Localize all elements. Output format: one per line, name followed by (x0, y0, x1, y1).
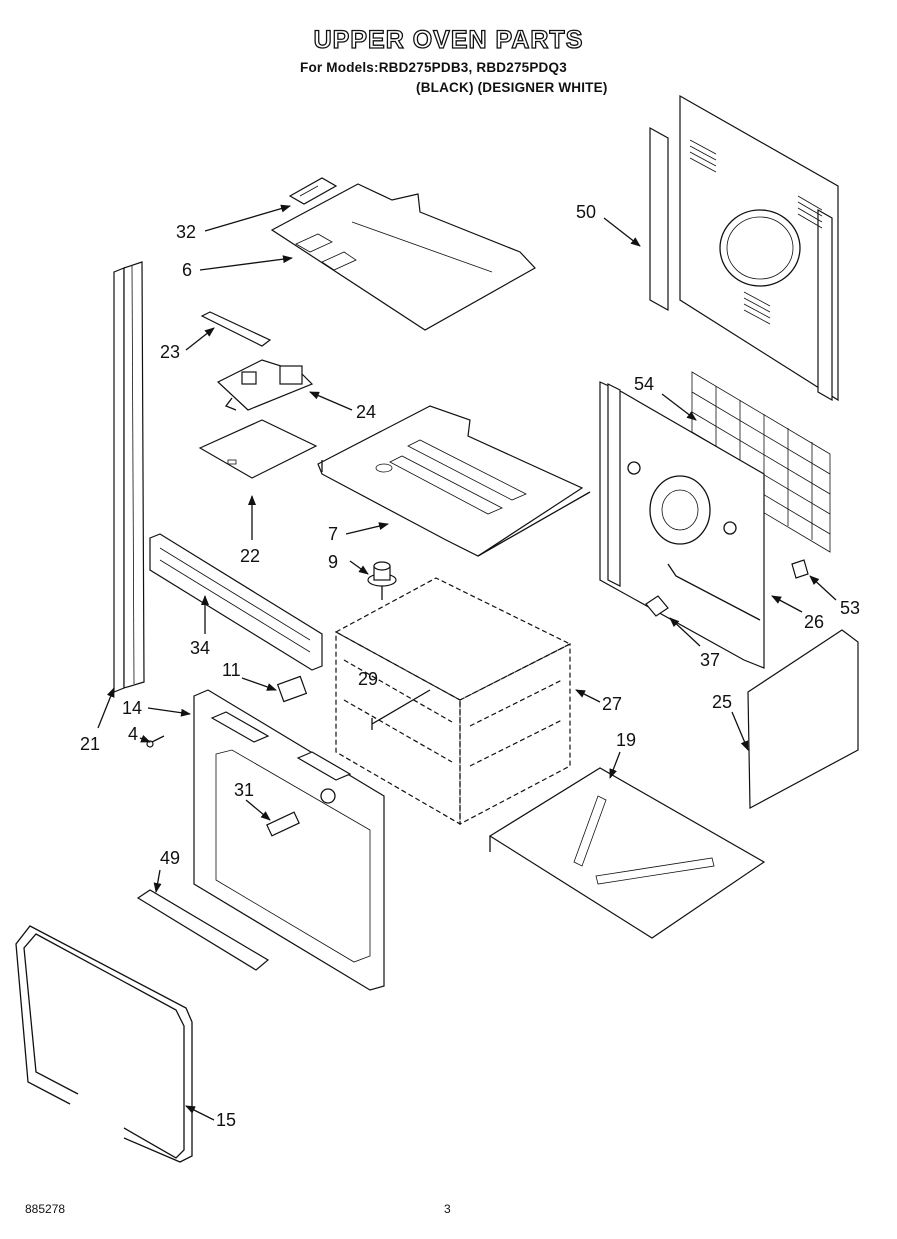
models-line: For Models:RBD275PDB3, RBD275PDQ3 (300, 60, 567, 75)
part-6-top-panel (270, 177, 536, 331)
callout-21: 21 (80, 734, 100, 754)
part-22-insulation-sheet (198, 419, 318, 479)
part-37-fan-blade (645, 595, 669, 617)
part-50-rear-panel (649, 94, 839, 402)
callout-29: 29 (358, 669, 378, 689)
callout-50: 50 (576, 202, 596, 222)
part-26-fan-bracket (599, 381, 765, 669)
callout-54: 54 (634, 374, 654, 394)
callout-7: 7 (328, 524, 338, 544)
part-29-element (371, 689, 431, 730)
callout-15: 15 (216, 1110, 236, 1130)
callout-23: 23 (160, 342, 180, 362)
part-27-oven-cavity (334, 577, 572, 826)
callout-37: 37 (700, 650, 720, 670)
callout-11: 11 (222, 660, 241, 680)
part-31-lamp (266, 811, 300, 837)
part-15-gasket (15, 925, 193, 1163)
part-25-side-panel (747, 629, 859, 809)
callout-9: 9 (328, 552, 338, 572)
part-7-top-shield (317, 405, 591, 557)
callout-25: 25 (712, 692, 732, 712)
part-53-clip (791, 559, 809, 579)
callout-34: 34 (190, 638, 210, 658)
callout-53: 53 (840, 598, 860, 618)
part-11-lamp-socket (276, 675, 308, 703)
callout-27: 27 (602, 694, 622, 714)
part-9-thermostat (367, 561, 397, 600)
callout-6: 6 (182, 260, 192, 280)
callout-19: 19 (616, 730, 636, 750)
callout-49: 49 (160, 848, 180, 868)
part-19-bottom-panel (488, 767, 766, 939)
part-34-control-panel (149, 533, 323, 671)
callout-32: 32 (176, 222, 196, 242)
callout-4: 4 (128, 724, 138, 744)
page-title: UPPER OVEN PARTS (313, 25, 584, 54)
callout-26: 26 (804, 612, 824, 632)
leader-lines (97, 204, 837, 1121)
callout-31: 31 (234, 780, 254, 800)
part-49-vent-trim (136, 889, 270, 971)
colors-line: (BLACK) (DESIGNER WHITE) (416, 80, 608, 95)
part-23-bracket (200, 311, 272, 347)
callout-24: 24 (356, 402, 376, 422)
callout-14: 14 (122, 698, 142, 718)
document-number: 885278 (25, 1202, 66, 1216)
part-21-side-rail (113, 261, 145, 693)
callout-22: 22 (240, 546, 260, 566)
callout-labels: 32 6 50 23 24 54 22 7 9 34 11 29 27 26 5… (80, 202, 860, 1130)
page-number: 3 (444, 1202, 451, 1216)
part-24-switch-assembly (216, 359, 314, 411)
part-14-front-frame (193, 689, 385, 991)
